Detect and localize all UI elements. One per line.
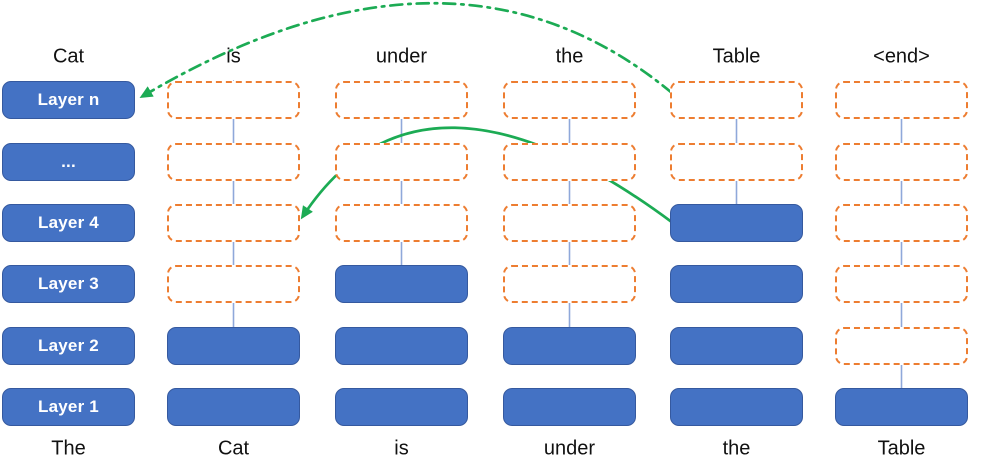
- pending-state-cell: [335, 81, 468, 119]
- pending-state-cell: [167, 204, 300, 242]
- pending-state-cell: [835, 143, 968, 181]
- layer-label-box: Layer 4: [2, 204, 135, 242]
- pending-state-cell: [503, 204, 636, 242]
- output-token-label: the: [555, 45, 584, 68]
- pending-state-cell: [167, 265, 300, 303]
- input-token-label: is: [394, 437, 409, 460]
- input-token-label: under: [543, 437, 596, 460]
- pending-state-cell: [835, 204, 968, 242]
- layer-label-box: ...: [2, 143, 135, 181]
- pending-state-cell: [503, 265, 636, 303]
- computed-state-cell: [167, 327, 300, 365]
- pending-state-cell: [167, 81, 300, 119]
- pending-state-cell: [835, 81, 968, 119]
- computed-state-cell: [503, 327, 636, 365]
- computed-state-cell: [335, 265, 468, 303]
- pending-state-cell: [503, 81, 636, 119]
- computed-state-cell: [670, 204, 803, 242]
- computed-state-cell: [335, 327, 468, 365]
- pending-state-cell: [670, 81, 803, 119]
- input-token-label: Table: [877, 437, 926, 460]
- output-token-label: Cat: [52, 45, 85, 68]
- computed-state-cell: [835, 388, 968, 426]
- input-token-label: Cat: [217, 437, 250, 460]
- pending-state-cell: [335, 143, 468, 181]
- layer-label-box: Layer 1: [2, 388, 135, 426]
- layer-label-box: Layer 3: [2, 265, 135, 303]
- pending-state-cell: [835, 327, 968, 365]
- output-token-label: <end>: [873, 45, 930, 68]
- output-token-label: Table: [712, 45, 761, 68]
- computed-state-cell: [670, 327, 803, 365]
- pending-state-cell: [835, 265, 968, 303]
- input-token-label: the: [722, 437, 751, 460]
- output-token-label: is: [226, 45, 241, 68]
- computed-state-cell: [670, 388, 803, 426]
- pending-state-cell: [503, 143, 636, 181]
- pending-state-cell: [670, 143, 803, 181]
- computed-state-cell: [335, 388, 468, 426]
- pending-state-cell: [335, 204, 468, 242]
- computed-state-cell: [167, 388, 300, 426]
- layer-label-box: Layer n: [2, 81, 135, 119]
- layer-label-box: Layer 2: [2, 327, 135, 365]
- output-token-label: under: [375, 45, 428, 68]
- input-token-label: The: [51, 437, 86, 460]
- computed-state-cell: [503, 388, 636, 426]
- computed-state-cell: [670, 265, 803, 303]
- pending-state-cell: [167, 143, 300, 181]
